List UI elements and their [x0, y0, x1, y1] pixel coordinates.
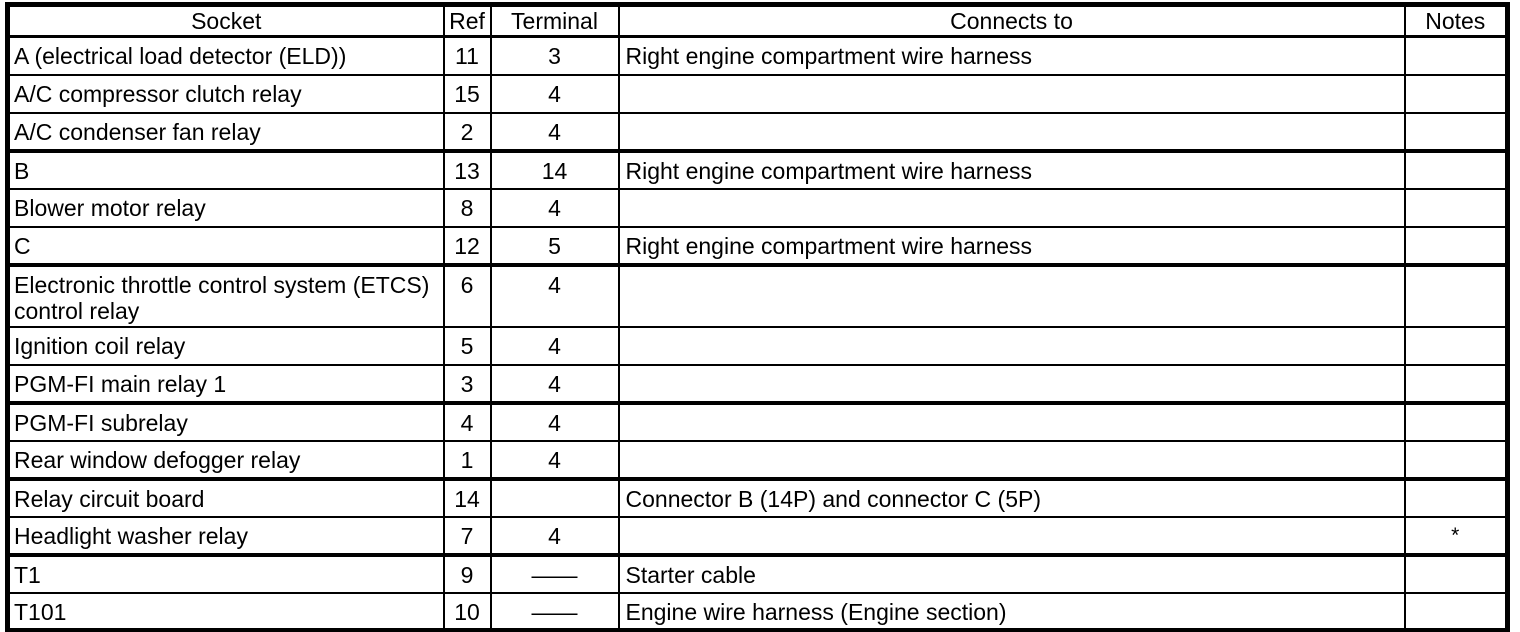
cell-notes — [1403, 225, 1509, 266]
cell-terminal: 4 — [489, 187, 620, 228]
table-header: Socket Ref Terminal Connects to Notes — [6, 3, 1509, 38]
cell-notes — [1403, 363, 1509, 404]
cell-notes — [1403, 148, 1509, 190]
cell-ref: 6 — [442, 262, 492, 328]
cell-ref: 8 — [442, 187, 492, 228]
cell-notes — [1403, 325, 1509, 366]
cell-terminal: 4 — [489, 73, 620, 114]
cell-notes — [1403, 187, 1509, 228]
cell-notes — [1403, 73, 1509, 114]
cell-socket: A/C condenser fan relay — [6, 111, 445, 152]
cell-socket: Ignition coil relay — [6, 325, 445, 366]
cell-ref: 14 — [442, 476, 492, 518]
cell-connects-to — [617, 325, 1406, 366]
cell-terminal: 4 — [489, 400, 620, 442]
cell-connects-to — [617, 400, 1406, 442]
cell-connects-to: Right engine compartment wire harness — [617, 148, 1406, 190]
cell-terminal: 4 — [489, 363, 620, 404]
cell-socket: A (electrical load detector (ELD)) — [6, 35, 445, 76]
cell-socket: C — [6, 225, 445, 266]
cell-connects-to: Connector B (14P) and connector C (5P) — [617, 476, 1406, 518]
cell-terminal: 4 — [489, 439, 620, 480]
cell-socket: T1 — [6, 552, 445, 594]
table-row: A/C compressor clutch relay 15 4 — [6, 73, 1509, 114]
cell-socket: PGM-FI main relay 1 — [6, 363, 445, 404]
cell-ref: 11 — [442, 35, 492, 76]
cell-terminal: 3 — [489, 35, 620, 76]
cell-socket: Rear window defogger relay — [6, 439, 445, 480]
cell-terminal: 4 — [489, 325, 620, 366]
cell-notes: * — [1403, 515, 1509, 556]
cell-socket: Electronic throttle control system (ETCS… — [6, 262, 445, 328]
table-row: A/C condenser fan relay 2 4 — [6, 111, 1509, 152]
cell-terminal: —— — [489, 552, 620, 594]
cell-notes — [1403, 591, 1509, 632]
cell-terminal: 4 — [489, 515, 620, 556]
header-terminal: Terminal — [489, 3, 620, 38]
cell-ref: 15 — [442, 73, 492, 114]
cell-ref: 5 — [442, 325, 492, 366]
cell-terminal: 4 — [489, 262, 620, 328]
table-row: B 13 14 Right engine compartment wire ha… — [6, 148, 1509, 190]
table-row: Electronic throttle control system (ETCS… — [6, 262, 1509, 328]
table-row: Ignition coil relay 5 4 — [6, 325, 1509, 366]
cell-connects-to: Engine wire harness (Engine section) — [617, 591, 1406, 632]
cell-notes — [1403, 111, 1509, 152]
cell-connects-to — [617, 439, 1406, 480]
cell-ref: 9 — [442, 552, 492, 594]
cell-connects-to: Right engine compartment wire harness — [617, 225, 1406, 266]
cell-ref: 13 — [442, 148, 492, 190]
table-row: C 12 5 Right engine compartment wire har… — [6, 225, 1509, 266]
cell-connects-to: Starter cable — [617, 552, 1406, 594]
table-body: A (electrical load detector (ELD)) 11 3 … — [6, 35, 1509, 632]
cell-terminal: 14 — [489, 148, 620, 190]
cell-socket: Blower motor relay — [6, 187, 445, 228]
cell-ref: 4 — [442, 400, 492, 442]
cell-connects-to — [617, 187, 1406, 228]
cell-ref: 3 — [442, 363, 492, 404]
cell-socket: B — [6, 148, 445, 190]
cell-socket: T101 — [6, 591, 445, 632]
cell-ref: 7 — [442, 515, 492, 556]
cell-notes — [1403, 262, 1509, 328]
table-row: PGM-FI main relay 1 3 4 — [6, 363, 1509, 404]
cell-ref: 10 — [442, 591, 492, 632]
header-row: Socket Ref Terminal Connects to Notes — [6, 3, 1509, 38]
table-row: Headlight washer relay 7 4 * — [6, 515, 1509, 556]
cell-connects-to — [617, 262, 1406, 328]
cell-ref: 1 — [442, 439, 492, 480]
cell-terminal: —— — [489, 591, 620, 632]
cell-ref: 12 — [442, 225, 492, 266]
relay-socket-table: Socket Ref Terminal Connects to Notes A … — [5, 2, 1510, 632]
table-row: T1 9 —— Starter cable — [6, 552, 1509, 594]
cell-notes — [1403, 476, 1509, 518]
cell-terminal: 4 — [489, 111, 620, 152]
cell-terminal — [489, 476, 620, 518]
cell-notes — [1403, 35, 1509, 76]
cell-ref: 2 — [442, 111, 492, 152]
cell-connects-to — [617, 111, 1406, 152]
cell-notes — [1403, 400, 1509, 442]
table-row: Blower motor relay 8 4 — [6, 187, 1509, 228]
cell-notes — [1403, 439, 1509, 480]
table-row: PGM-FI subrelay 4 4 — [6, 400, 1509, 442]
cell-socket: PGM-FI subrelay — [6, 400, 445, 442]
header-notes: Notes — [1403, 3, 1509, 38]
header-connects-to: Connects to — [617, 3, 1406, 38]
cell-connects-to — [617, 73, 1406, 114]
cell-socket: Relay circuit board — [6, 476, 445, 518]
cell-notes — [1403, 552, 1509, 594]
table-row: A (electrical load detector (ELD)) 11 3 … — [6, 35, 1509, 76]
header-ref: Ref — [442, 3, 492, 38]
table-row: Relay circuit board 14 Connector B (14P)… — [6, 476, 1509, 518]
header-socket: Socket — [6, 3, 445, 38]
table-row: T101 10 —— Engine wire harness (Engine s… — [6, 591, 1509, 632]
cell-connects-to — [617, 515, 1406, 556]
cell-connects-to — [617, 363, 1406, 404]
table-row: Rear window defogger relay 1 4 — [6, 439, 1509, 480]
cell-socket: Headlight washer relay — [6, 515, 445, 556]
cell-socket: A/C compressor clutch relay — [6, 73, 445, 114]
cell-terminal: 5 — [489, 225, 620, 266]
cell-connects-to: Right engine compartment wire harness — [617, 35, 1406, 76]
